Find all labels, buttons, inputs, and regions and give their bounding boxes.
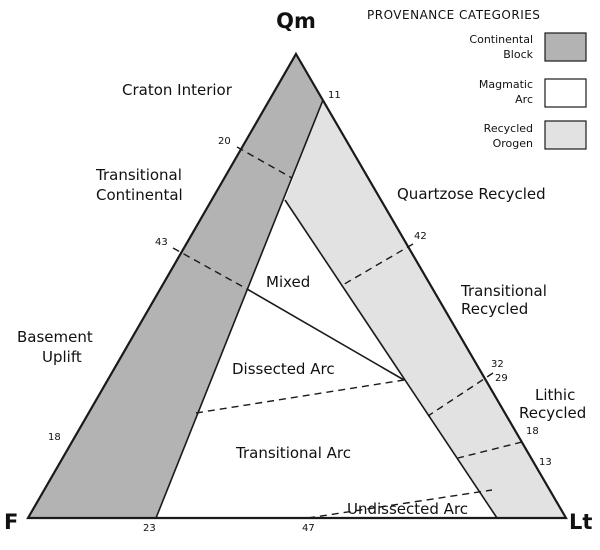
legend-label-magmatic-arc-2: Arc bbox=[515, 93, 533, 106]
tick-label-right-13: 13 bbox=[539, 457, 552, 468]
recycled-orogen-inner-boundary bbox=[284, 199, 498, 519]
continental-block-field bbox=[28, 54, 323, 518]
legend-label-recycled-orogen-2: Orogen bbox=[493, 137, 533, 150]
recycled-orogen-field bbox=[285, 100, 566, 518]
tick-label-right-18: 18 bbox=[526, 426, 539, 437]
tick-label-right-42: 42 bbox=[414, 231, 427, 242]
region-label-transitional-recycled-1: Transitional bbox=[460, 282, 547, 300]
dashed-line-43 bbox=[172, 247, 248, 290]
region-label-lithic-recycled-2: Recycled bbox=[519, 404, 586, 422]
legend-swatch-magmatic-arc bbox=[544, 78, 587, 108]
tick-label-right-32: 32 bbox=[491, 359, 504, 370]
vertex-label-qm: Qm bbox=[276, 9, 316, 33]
region-label-transitional-recycled-2: Recycled bbox=[461, 300, 528, 318]
legend-swatch-continental-block bbox=[544, 32, 587, 62]
tick-label-right-29: 29 bbox=[495, 373, 508, 384]
dashed-line-42 bbox=[340, 243, 414, 287]
triangle-outline bbox=[26, 51, 568, 520]
legend-label-magmatic-arc-1: Magmatic bbox=[479, 78, 533, 91]
region-label-transitional-continental-1: Transitional bbox=[95, 166, 182, 184]
region-label-mixed: Mixed bbox=[266, 273, 310, 291]
region-label-craton-interior: Craton Interior bbox=[122, 81, 233, 99]
region-label-lithic-recycled-1: Lithic bbox=[535, 386, 575, 404]
region-label-transitional-arc: Transitional Arc bbox=[235, 444, 351, 462]
legend-label-continental-block-1: Continental bbox=[469, 33, 533, 46]
region-label-undissected-arc: Undissected Arc bbox=[347, 500, 468, 518]
region-label-dissected-arc: Dissected Arc bbox=[232, 360, 335, 378]
mixed-dissected-boundary bbox=[246, 288, 405, 381]
vertex-label-f: F bbox=[4, 510, 18, 534]
dashed-line-32-29 bbox=[427, 372, 494, 417]
tick-label-left-20: 20 bbox=[218, 136, 231, 147]
tick-label-base-23: 23 bbox=[143, 523, 156, 534]
legend-label-recycled-orogen-1: Recycled bbox=[484, 122, 533, 135]
legend-swatch-recycled-orogen bbox=[544, 120, 587, 150]
legend-title: PROVENANCE CATEGORIES bbox=[367, 8, 540, 22]
legend: PROVENANCE CATEGORIES Continental Block … bbox=[367, 8, 587, 150]
dashed-line-20 bbox=[236, 146, 293, 179]
magmatic-arc-field bbox=[156, 200, 497, 518]
region-label-transitional-continental-2: Continental bbox=[96, 186, 183, 204]
dashed-line-18-13 bbox=[457, 441, 523, 459]
legend-label-continental-block-2: Block bbox=[503, 48, 533, 61]
region-label-basement-uplift-1: Basement bbox=[17, 328, 93, 346]
tick-label-left-18: 18 bbox=[48, 432, 61, 443]
tick-label-right-11: 11 bbox=[328, 90, 341, 101]
continental-block-boundary bbox=[155, 99, 324, 519]
vertex-label-lt: Lt bbox=[569, 510, 592, 534]
region-label-basement-uplift-2: Uplift bbox=[42, 348, 82, 366]
tick-label-left-43: 43 bbox=[155, 237, 168, 248]
region-label-quartzose-recycled: Quartzose Recycled bbox=[397, 185, 546, 203]
tick-label-base-47: 47 bbox=[302, 523, 315, 534]
